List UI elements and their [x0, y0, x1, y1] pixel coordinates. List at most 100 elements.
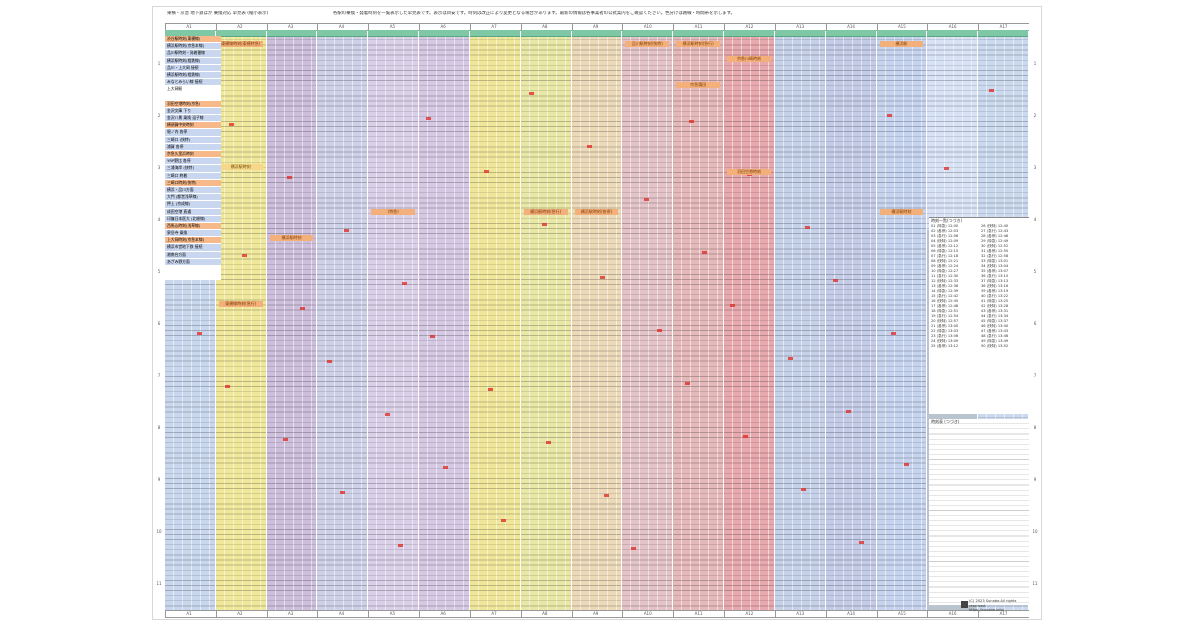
highlight-mark — [500, 519, 506, 522]
info-cell: 09 (各停) 12:24 — [931, 264, 959, 268]
section-label: 横浜駅時刻(急行) — [523, 209, 568, 216]
section-label: 横浜駅時刻 — [218, 163, 263, 170]
column-cell-lines — [368, 30, 419, 610]
legend-item: 横浜・品川方面 — [165, 186, 221, 195]
timetable-column-13 — [774, 30, 825, 610]
legend-item: 羽田空港時刻(京急) — [165, 100, 221, 108]
column-header — [368, 30, 419, 37]
info-cell: 43 (各停) 13:31 — [981, 309, 1009, 313]
highlight-mark — [730, 304, 736, 307]
section-label: 横浜駅時刻 — [879, 209, 924, 216]
right-lower-panel: 時刻表 (つづき) — [929, 419, 1029, 605]
highlight-mark — [886, 114, 892, 117]
column-label: A6 — [440, 24, 446, 29]
legend-item: 渋谷駅時刻(東横線) — [165, 36, 221, 44]
ruler-tick — [469, 611, 471, 617]
info-cell: 21 (各停) 13:00 — [931, 324, 959, 328]
column-header — [673, 30, 724, 37]
row-number: 5 — [1033, 269, 1037, 274]
column-header — [876, 30, 927, 37]
legend-item: 大門 (都営浅草線) — [165, 194, 221, 202]
column-label: A4 — [338, 24, 345, 29]
row-number: 4 — [157, 217, 161, 222]
info-cell: 44 (急行) 13:34 — [981, 314, 1009, 318]
highlight-mark — [989, 89, 995, 92]
column-label: A12 — [745, 611, 754, 616]
column-label: A6 — [440, 611, 446, 616]
info-row: 18 (特急) 12:51 43 (各停) 13:31 — [929, 309, 1029, 314]
ruler-tick — [724, 24, 726, 30]
column-header — [825, 30, 876, 37]
row-number: 2 — [1033, 113, 1037, 118]
legend-item: 三浦海岸 (快特) — [165, 165, 221, 173]
column-label: A8 — [542, 24, 548, 29]
highlight-mark — [890, 332, 896, 335]
sheet-header-left: 東横・京急 地下鉄ほか 乗換対応 早見表 (縮小表示) — [167, 11, 269, 16]
column-label: A4 — [338, 611, 345, 616]
section-label: 品川駅時刻(快特) — [625, 41, 670, 48]
info-cell: 26 (快特) 12:40 — [981, 224, 1009, 228]
info-cell: 12 (快特) 12:33 — [931, 279, 959, 283]
column-header — [724, 30, 774, 37]
ruler-tick — [571, 611, 573, 617]
legend-item: 湘南台方面 — [165, 251, 221, 259]
info-cell: 18 (特急) 12:51 — [931, 309, 959, 313]
column-header — [419, 30, 469, 37]
highlight-mark — [599, 276, 605, 279]
ruler-tick — [419, 24, 421, 30]
ruler-tick — [520, 24, 522, 30]
highlight-mark — [944, 167, 950, 170]
info-cell: 03 (急行) 12:06 — [931, 234, 959, 238]
highlight-mark — [228, 123, 234, 126]
highlight-mark — [685, 382, 691, 385]
ruler-tick — [825, 611, 827, 617]
highlight-mark — [344, 229, 350, 232]
highlight-mark — [299, 307, 305, 310]
ruler-tick — [622, 24, 624, 30]
column-label: A13 — [796, 24, 805, 29]
column-cell-lines — [876, 30, 927, 610]
timetable-grid: 京急蒲田 快東横線時刻(東横特急)横浜駅時刻東横線時刻(急行)横浜駅時刻(特急)… — [165, 30, 1029, 610]
highlight-mark — [800, 488, 806, 491]
timetable-sheet: 東横・京急 地下鉄ほか 乗換対応 早見表 (縮小表示) 各駅の乗換・発着時刻を一… — [152, 6, 1042, 620]
timetable-column-10: 品川駅時刻(快特) — [622, 30, 673, 610]
highlight-mark — [787, 357, 793, 360]
column-header — [317, 30, 368, 37]
column-label: A12 — [745, 24, 754, 29]
highlight-mark — [224, 385, 230, 388]
timetable-column-12: 京急川崎時刻羽田空港時刻 — [724, 30, 774, 610]
column-label: A7 — [491, 611, 497, 616]
right-panel-title: 時刻一覧(つづき) — [931, 218, 963, 223]
ruler-tick — [266, 611, 268, 617]
column-label: A16 — [948, 611, 957, 616]
column-cell-lines — [469, 30, 520, 610]
ruler-tick — [520, 611, 522, 617]
highlight-mark — [657, 329, 663, 332]
info-cell: 23 (急行) 13:06 — [931, 334, 959, 338]
column-cell-lines — [215, 30, 266, 610]
row-number: 4 — [1033, 217, 1037, 222]
column-header — [266, 30, 317, 37]
column-label: A13 — [796, 611, 805, 616]
row-number: 6 — [157, 321, 161, 326]
timetable-column-3: 横浜駅時刻 — [266, 30, 317, 610]
column-label: A17 — [999, 611, 1008, 616]
row-number: 1 — [157, 61, 161, 66]
highlight-mark — [286, 176, 292, 179]
ruler-tick — [876, 24, 878, 30]
highlight-mark — [644, 198, 650, 201]
column-header — [520, 30, 571, 37]
column-header — [774, 30, 825, 37]
sheet-header-right: 各駅の乗換・発着時刻を一覧表示した早見表です。表示は目安です。時刻は改正により変… — [333, 11, 735, 16]
section-label: 横浜駅時刻(各停) — [574, 209, 619, 216]
column-header — [978, 30, 1028, 37]
info-cell: 08 (快特) 12:21 — [931, 259, 959, 263]
legend-item: 三崎口 終着 — [165, 172, 221, 180]
